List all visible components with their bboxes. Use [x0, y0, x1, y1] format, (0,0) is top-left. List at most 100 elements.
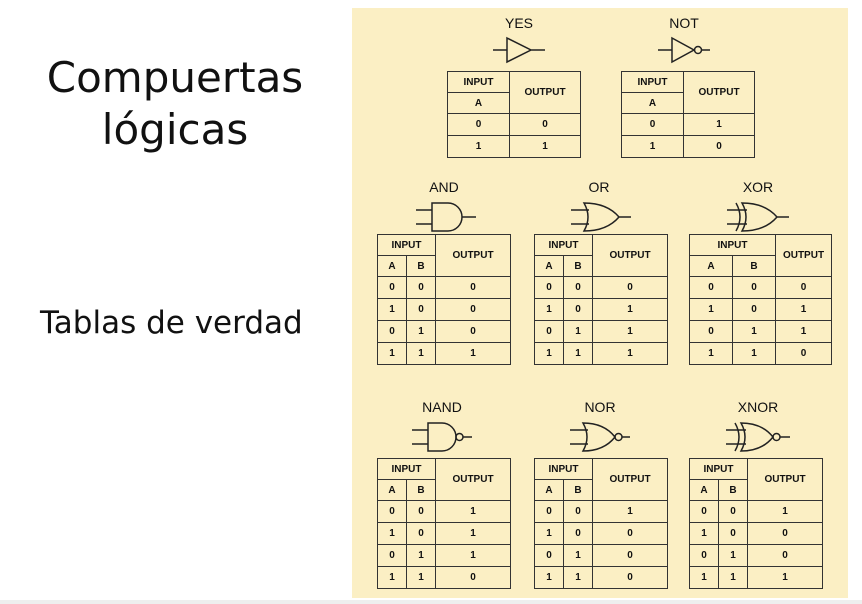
slide-title-line-2: lógicas — [101, 105, 249, 154]
gate-or: OR — [569, 178, 631, 234]
cell-a: 0 — [534, 320, 564, 343]
header-a: A — [377, 479, 407, 501]
slide-subtitle: Tablas de verdad — [40, 305, 303, 341]
cell-output: 0 — [592, 276, 668, 299]
header-a: A — [689, 479, 719, 501]
cell-b: 0 — [718, 500, 748, 523]
cell-a: 0 — [689, 320, 733, 343]
gate-xnor: XNOR — [724, 398, 792, 454]
cell-a: 0 — [377, 276, 407, 299]
gate-not: NOT — [654, 14, 714, 64]
header-b: B — [563, 479, 593, 501]
cell-b: 1 — [406, 566, 436, 589]
cell-output: 0 — [747, 522, 823, 545]
cell-output: 1 — [592, 320, 668, 343]
cell-a: 1 — [621, 135, 684, 158]
cell-b: 1 — [563, 320, 593, 343]
xor-gate-symbol — [727, 202, 789, 232]
cell-b: 1 — [563, 342, 593, 365]
cell-b: 1 — [718, 544, 748, 567]
cell-output: 1 — [592, 298, 668, 321]
gate-xor: XOR — [725, 178, 791, 234]
cell-output: 1 — [747, 500, 823, 523]
header-a: A — [534, 479, 564, 501]
header-output: OUTPUT — [747, 458, 823, 501]
cell-a: 0 — [689, 500, 719, 523]
nand-gate-symbol — [412, 422, 472, 452]
header-b: B — [718, 479, 748, 501]
header-output: OUTPUT — [592, 234, 668, 277]
cell-a: 1 — [534, 566, 564, 589]
cell-a: 1 — [689, 566, 719, 589]
header-a: A — [447, 92, 510, 114]
cell-b: 1 — [406, 544, 436, 567]
header-input: INPUT — [377, 458, 436, 480]
cell-a: 0 — [447, 113, 510, 136]
header-b: B — [732, 255, 776, 277]
gate-xor-name: XOR — [742, 179, 774, 195]
gate-yes: YES — [489, 14, 549, 64]
buffer-gate-symbol — [493, 36, 545, 64]
header-input: INPUT — [447, 71, 510, 93]
gate-nand-name: NAND — [422, 399, 462, 415]
cell-a: 1 — [534, 298, 564, 321]
header-b: B — [563, 255, 593, 277]
cell-b: 1 — [406, 342, 436, 365]
cell-b: 0 — [563, 276, 593, 299]
cell-a: 0 — [689, 544, 719, 567]
cell-a: 1 — [447, 135, 510, 158]
cell-output: 0 — [509, 113, 581, 136]
cell-output: 0 — [775, 276, 832, 299]
gate-or-name: OR — [588, 179, 610, 195]
cell-b: 0 — [563, 500, 593, 523]
header-input: INPUT — [534, 234, 593, 256]
cell-a: 0 — [689, 276, 733, 299]
header-output: OUTPUT — [683, 71, 755, 114]
cell-output: 0 — [592, 522, 668, 545]
cell-b: 0 — [718, 522, 748, 545]
cell-output: 1 — [592, 500, 668, 523]
cell-output: 1 — [435, 500, 511, 523]
cell-output: 0 — [775, 342, 832, 365]
header-input: INPUT — [534, 458, 593, 480]
cell-output: 0 — [435, 276, 511, 299]
header-b: B — [406, 255, 436, 277]
cell-a: 0 — [621, 113, 684, 136]
cell-output: 1 — [435, 342, 511, 365]
slide-bottom-edge — [0, 600, 862, 604]
nor-gate-symbol — [570, 422, 630, 452]
cell-a: 0 — [377, 320, 407, 343]
cell-output: 0 — [747, 544, 823, 567]
cell-output: 0 — [592, 544, 668, 567]
gate-nand: NAND — [410, 398, 474, 454]
gate-nor: NOR — [568, 398, 632, 454]
cell-output: 0 — [592, 566, 668, 589]
gate-nor-name: NOR — [584, 399, 616, 415]
cell-a: 0 — [534, 500, 564, 523]
header-input: INPUT — [621, 71, 684, 93]
cell-output: 0 — [435, 320, 511, 343]
gate-and: AND — [414, 178, 476, 234]
cell-b: 0 — [406, 276, 436, 299]
gate-yes-name: YES — [504, 15, 533, 31]
header-b: B — [406, 479, 436, 501]
